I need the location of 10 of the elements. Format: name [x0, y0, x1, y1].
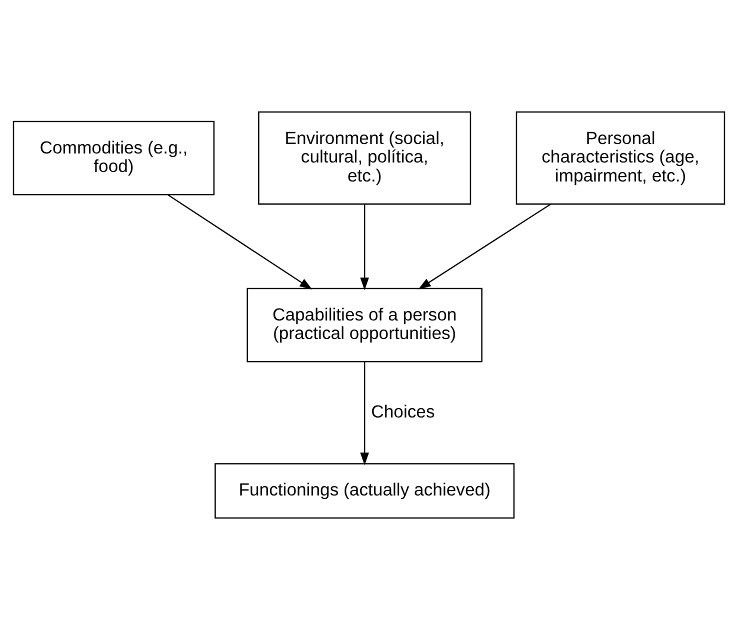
- edge-label: Choices: [371, 401, 435, 422]
- node-box: Commodities (e.g., food): [12, 120, 215, 196]
- node-box: Environment (social, cultural, política, etc.): [258, 111, 472, 205]
- arrow: [418, 204, 551, 290]
- node-box: Capabilities of a person (practical opportunities): [246, 288, 482, 362]
- arrow: [360, 204, 369, 290]
- node-box: Personal characteristics (age, impairment, etc.): [516, 111, 726, 205]
- arrow: [360, 362, 369, 466]
- arrow: [168, 194, 312, 290]
- node-box: Functionings (actually achieved): [214, 463, 515, 519]
